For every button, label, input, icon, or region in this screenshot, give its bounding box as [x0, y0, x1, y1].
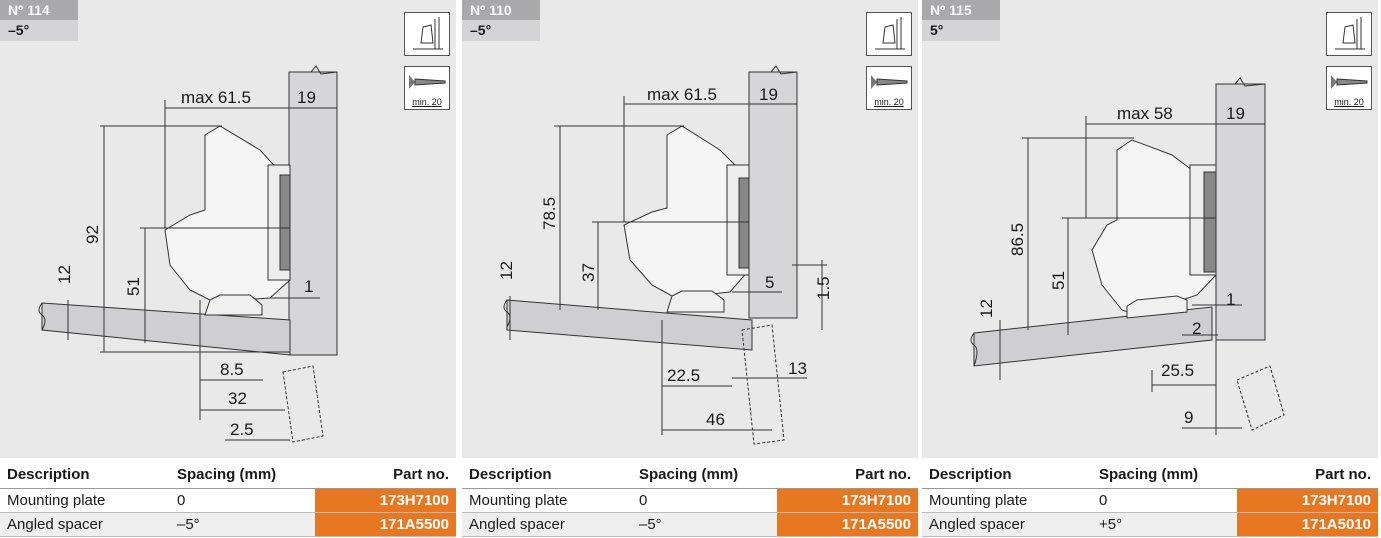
dim-1-5: 1.5: [814, 276, 833, 300]
header-description: Description: [462, 461, 632, 489]
header-part-no: Part no.: [1237, 461, 1378, 489]
dim-51: 51: [1049, 271, 1068, 290]
screw-icon: min. 20: [1326, 66, 1372, 110]
header-spacing: Spacing (mm): [170, 461, 315, 489]
dim-1: 1: [1226, 290, 1235, 309]
spec-table: Description Spacing (mm) Part no. Mounti…: [0, 461, 456, 537]
dim-9: 9: [1184, 408, 1193, 427]
model-angle: 5°: [922, 20, 1000, 41]
dim-12: 12: [497, 261, 516, 280]
dim-thickness: 19: [1226, 104, 1245, 123]
spec-table: Description Spacing (mm) Part no. Mounti…: [462, 461, 918, 537]
row-description: Mounting plate: [0, 488, 170, 513]
inset-door-icon: [1326, 12, 1372, 56]
table-row: Angled spacer –5° 171A5500: [462, 512, 918, 537]
dim-5: 5: [765, 273, 774, 292]
row-part-no: 171A5500: [777, 512, 918, 537]
table-row: Mounting plate 0 173H7100: [0, 488, 456, 513]
model-badge: Nº 110 –5°: [462, 0, 540, 41]
screw-label: min. 20: [412, 97, 442, 107]
row-spacing: +5°: [1092, 512, 1237, 537]
screw-label: min. 20: [1334, 97, 1364, 107]
dim-86-5: 86.5: [1008, 223, 1027, 256]
row-part-no: 173H7100: [777, 488, 918, 513]
row-part-no: 171A5500: [315, 512, 456, 537]
hinge-diagram-115: max 58 19 86.5 51 12 1 2 25.5 9: [970, 77, 1285, 435]
dim-37: 37: [579, 263, 598, 282]
row-spacing: 0: [170, 488, 315, 513]
dim-1: 1: [304, 277, 313, 296]
dim-max: max 61.5: [647, 85, 717, 104]
side-panel: [288, 71, 338, 356]
row-spacing: 0: [632, 488, 777, 513]
dim-92: 92: [83, 225, 102, 244]
row-part-no: 173H7100: [315, 488, 456, 513]
row-description: Angled spacer: [0, 512, 170, 537]
dim-8-5: 8.5: [220, 360, 244, 379]
dim-22-5: 22.5: [667, 366, 700, 385]
dim-thickness: 19: [759, 85, 778, 104]
dim-2-5: 2.5: [230, 420, 254, 439]
model-number: Nº 115: [922, 0, 1000, 20]
inset-door-icon: [404, 12, 450, 56]
panel-114: max 61.5 19 92 51 12 1 8.5 32 2.5 Nº 114…: [0, 0, 456, 538]
row-description: Angled spacer: [462, 512, 632, 537]
hinge-diagram-114: max 61.5 19 92 51 12 1 8.5 32 2.5: [38, 65, 338, 443]
row-part-no: 173H7100: [1237, 488, 1378, 513]
spec-table: Description Spacing (mm) Part no. Mounti…: [922, 461, 1378, 537]
header-part-no: Part no.: [777, 461, 918, 489]
panel-115: max 58 19 86.5 51 12 1 2 25.5 9 Nº 115 5…: [922, 0, 1378, 538]
dim-32: 32: [228, 389, 247, 408]
model-number: Nº 114: [0, 0, 78, 20]
dim-2: 2: [1192, 319, 1201, 338]
dim-13: 13: [788, 359, 807, 378]
dim-12: 12: [55, 265, 74, 284]
header-part-no: Part no.: [315, 461, 456, 489]
header-spacing: Spacing (mm): [632, 461, 777, 489]
dim-51: 51: [124, 277, 143, 296]
row-spacing: –5°: [170, 512, 315, 537]
panel-110: max 61.5 19 78.5 37 12 5 1.5 22.5 13 46 …: [462, 0, 918, 538]
model-badge: Nº 114 –5°: [0, 0, 78, 41]
screw-icon: min. 20: [866, 66, 912, 110]
row-part-no: 171A5010: [1237, 512, 1378, 537]
door-panel: [506, 299, 753, 351]
hinge-diagram-110: max 61.5 19 78.5 37 12 5 1.5 22.5 13 46: [497, 65, 833, 445]
row-spacing: –5°: [632, 512, 777, 537]
table-row: Angled spacer –5° 171A5500: [0, 512, 456, 537]
model-angle: –5°: [462, 20, 540, 41]
header-description: Description: [0, 461, 170, 489]
model-badge: Nº 115 5°: [922, 0, 1000, 41]
row-description: Mounting plate: [462, 488, 632, 513]
table-row: Mounting plate 0 173H7100: [922, 488, 1378, 513]
screw-icon: min. 20: [404, 66, 450, 110]
dim-thickness: 19: [297, 88, 316, 107]
table-row: Angled spacer +5° 171A5010: [922, 512, 1378, 537]
row-description: Angled spacer: [922, 512, 1092, 537]
dim-46: 46: [706, 410, 725, 429]
model-number: Nº 110: [462, 0, 540, 20]
row-spacing: 0: [1092, 488, 1237, 513]
row-description: Mounting plate: [922, 488, 1092, 513]
door-panel: [973, 306, 1213, 367]
screw-label: min. 20: [874, 97, 904, 107]
header-spacing: Spacing (mm): [1092, 461, 1237, 489]
dim-78-5: 78.5: [540, 197, 559, 230]
header-description: Description: [922, 461, 1092, 489]
dim-25-5: 25.5: [1161, 361, 1194, 380]
dim-max: max 61.5: [181, 88, 251, 107]
table-row: Mounting plate 0 173H7100: [462, 488, 918, 513]
dim-12: 12: [977, 299, 996, 318]
dim-max: max 58: [1117, 104, 1173, 123]
inset-door-icon: [866, 12, 912, 56]
model-angle: –5°: [0, 20, 78, 41]
